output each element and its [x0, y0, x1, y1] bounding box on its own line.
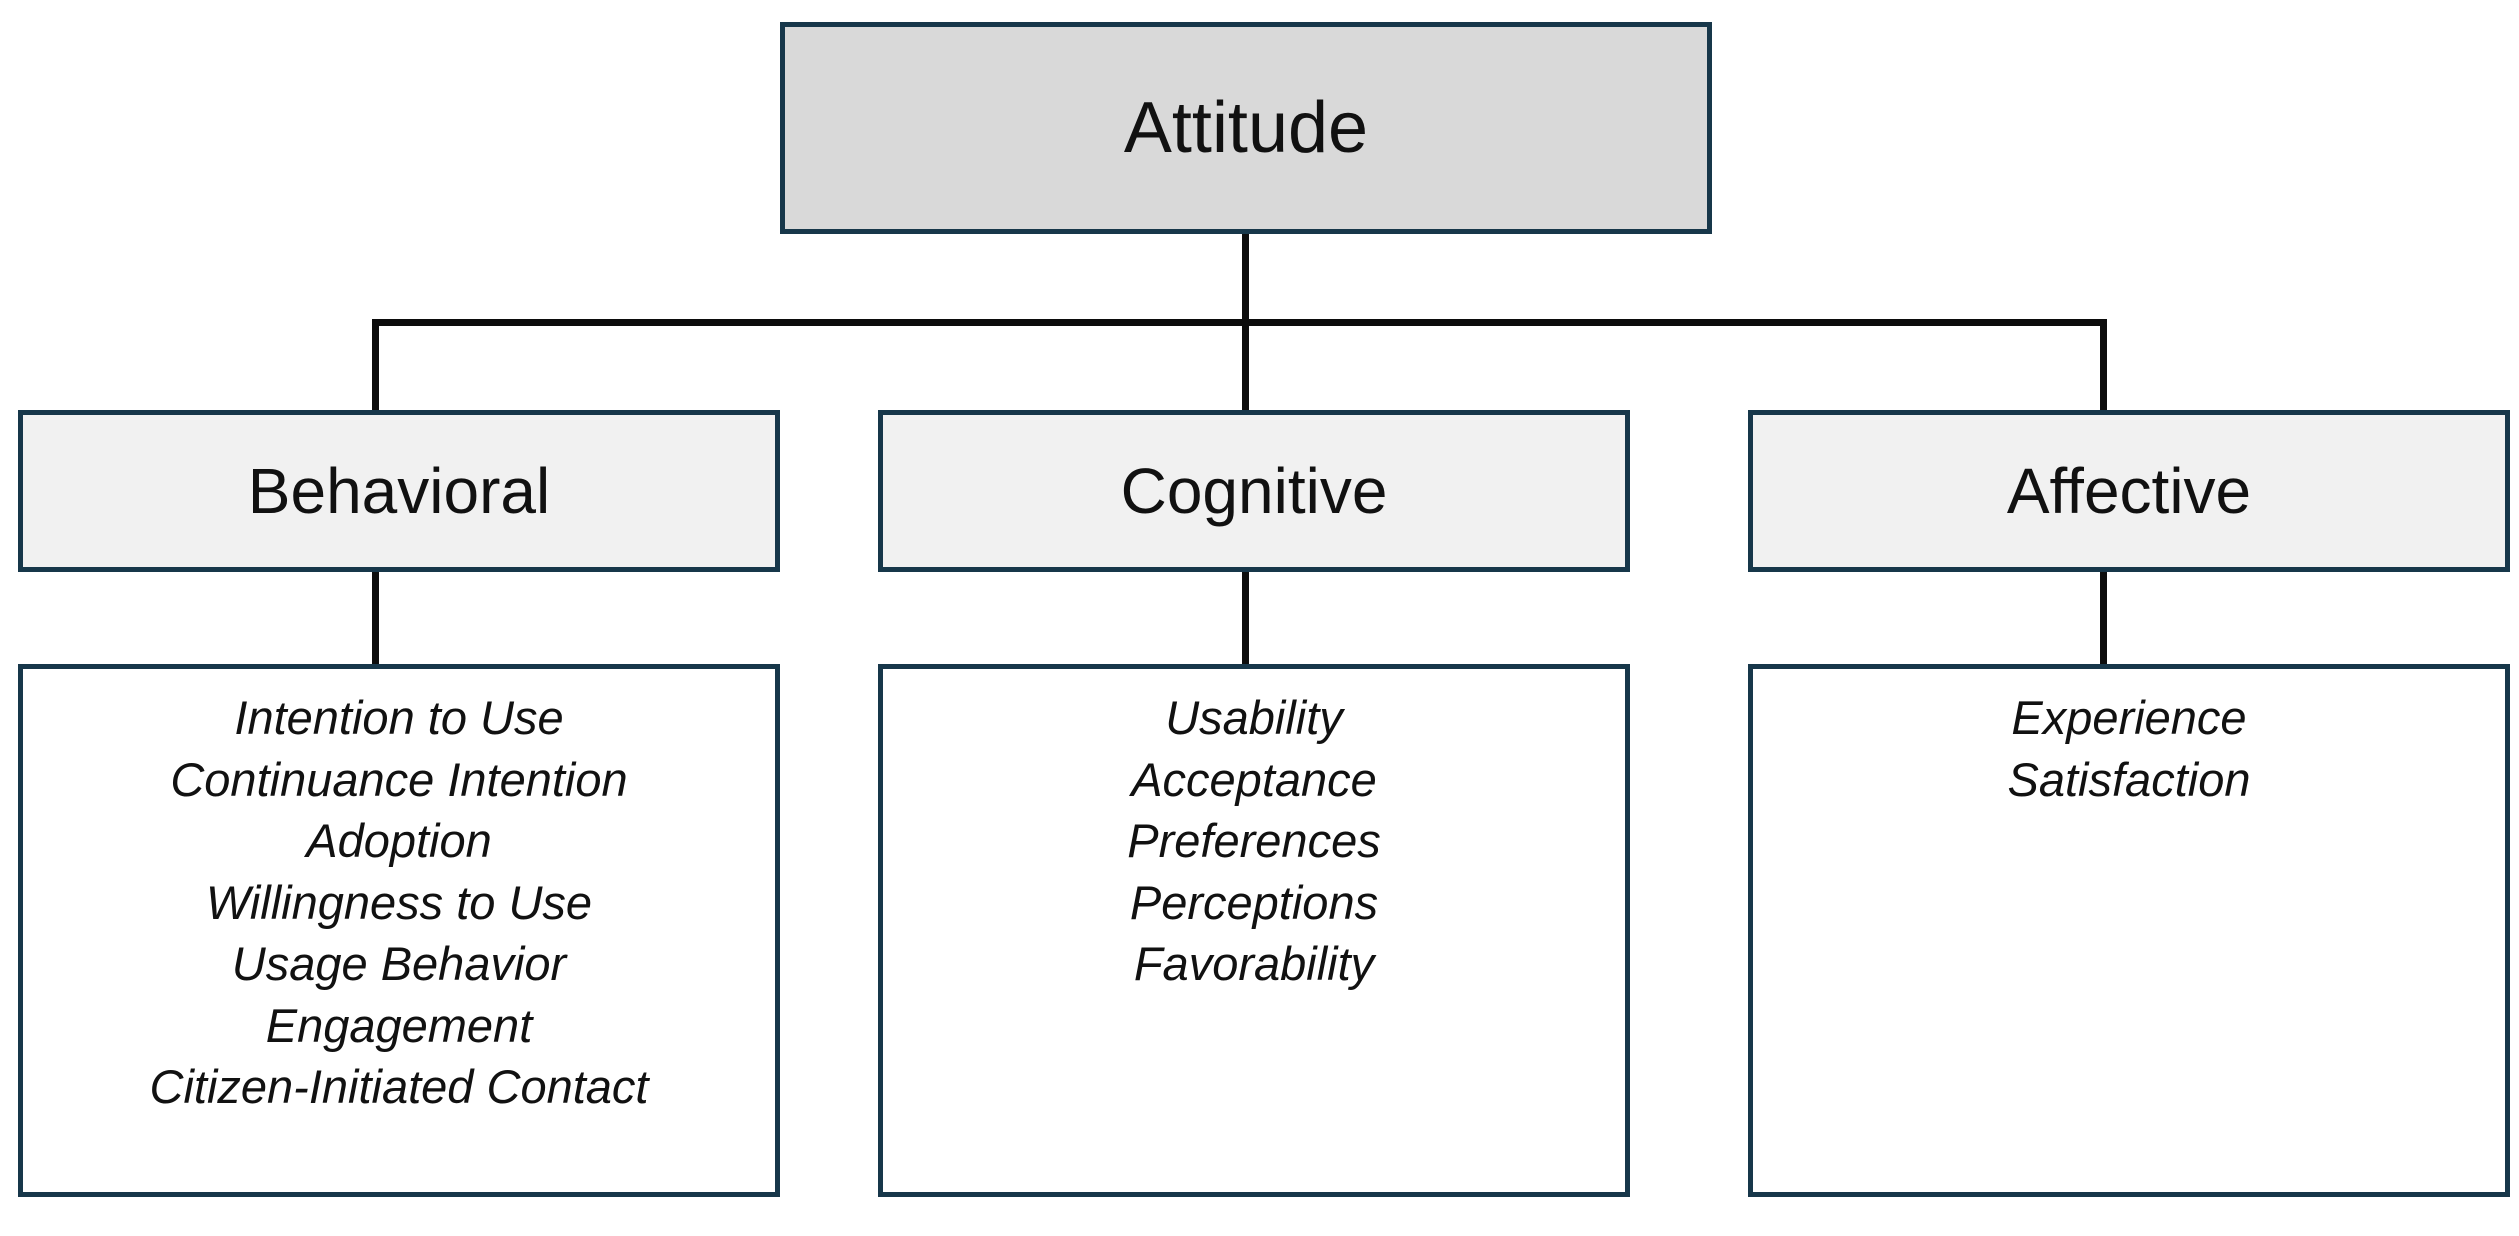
connector-drop-cognitive: [1242, 319, 1249, 414]
connector-cognitive-to-items: [1242, 568, 1249, 668]
list-item: Citizen-Initiated Contact: [149, 1060, 649, 1114]
list-item: Acceptance: [1131, 752, 1377, 806]
list-item: Adoption: [306, 814, 492, 868]
list-item: Perceptions: [1129, 875, 1379, 929]
connector-drop-behavioral: [372, 319, 379, 414]
leaf-list-behavioral: Intention to Use Continuance Intention A…: [23, 687, 775, 1118]
connector-root-stem: [1242, 231, 1249, 326]
list-item: Engagement: [265, 998, 533, 1052]
list-item: Willingness to Use: [205, 875, 593, 929]
connector-drop-affective: [2100, 319, 2107, 414]
leaf-node-behavioral: Intention to Use Continuance Intention A…: [18, 664, 780, 1197]
category-node-affective: Affective: [1748, 410, 2510, 572]
list-item: Usability: [1165, 691, 1343, 744]
list-item: Usage Behavior: [231, 937, 567, 991]
leaf-node-cognitive: Usability Acceptance Preferences Percept…: [878, 664, 1630, 1197]
category-node-behavioral: Behavioral: [18, 410, 780, 572]
root-node-label: Attitude: [1123, 88, 1369, 168]
leaf-list-cognitive: Usability Acceptance Preferences Percept…: [883, 687, 1625, 995]
connector-behavioral-to-items: [372, 568, 379, 668]
category-label-behavioral: Behavioral: [247, 455, 551, 527]
leaf-list-affective: Experience Satisfaction: [1753, 687, 2505, 810]
leaf-node-affective: Experience Satisfaction: [1748, 664, 2510, 1197]
list-item: Experience: [2011, 691, 2247, 744]
root-node-attitude: Attitude: [780, 22, 1712, 234]
category-label-cognitive: Cognitive: [1120, 455, 1388, 527]
list-item: Continuance Intention: [170, 752, 628, 806]
list-item: Satisfaction: [2007, 752, 2251, 806]
list-item: Favorability: [1133, 937, 1375, 991]
connector-affective-to-items: [2100, 568, 2107, 668]
category-node-cognitive: Cognitive: [878, 410, 1630, 572]
list-item: Preferences: [1127, 814, 1381, 868]
connector-horizontal-bus: [372, 319, 2107, 326]
list-item: Intention to Use: [234, 691, 564, 744]
category-label-affective: Affective: [2006, 455, 2252, 527]
